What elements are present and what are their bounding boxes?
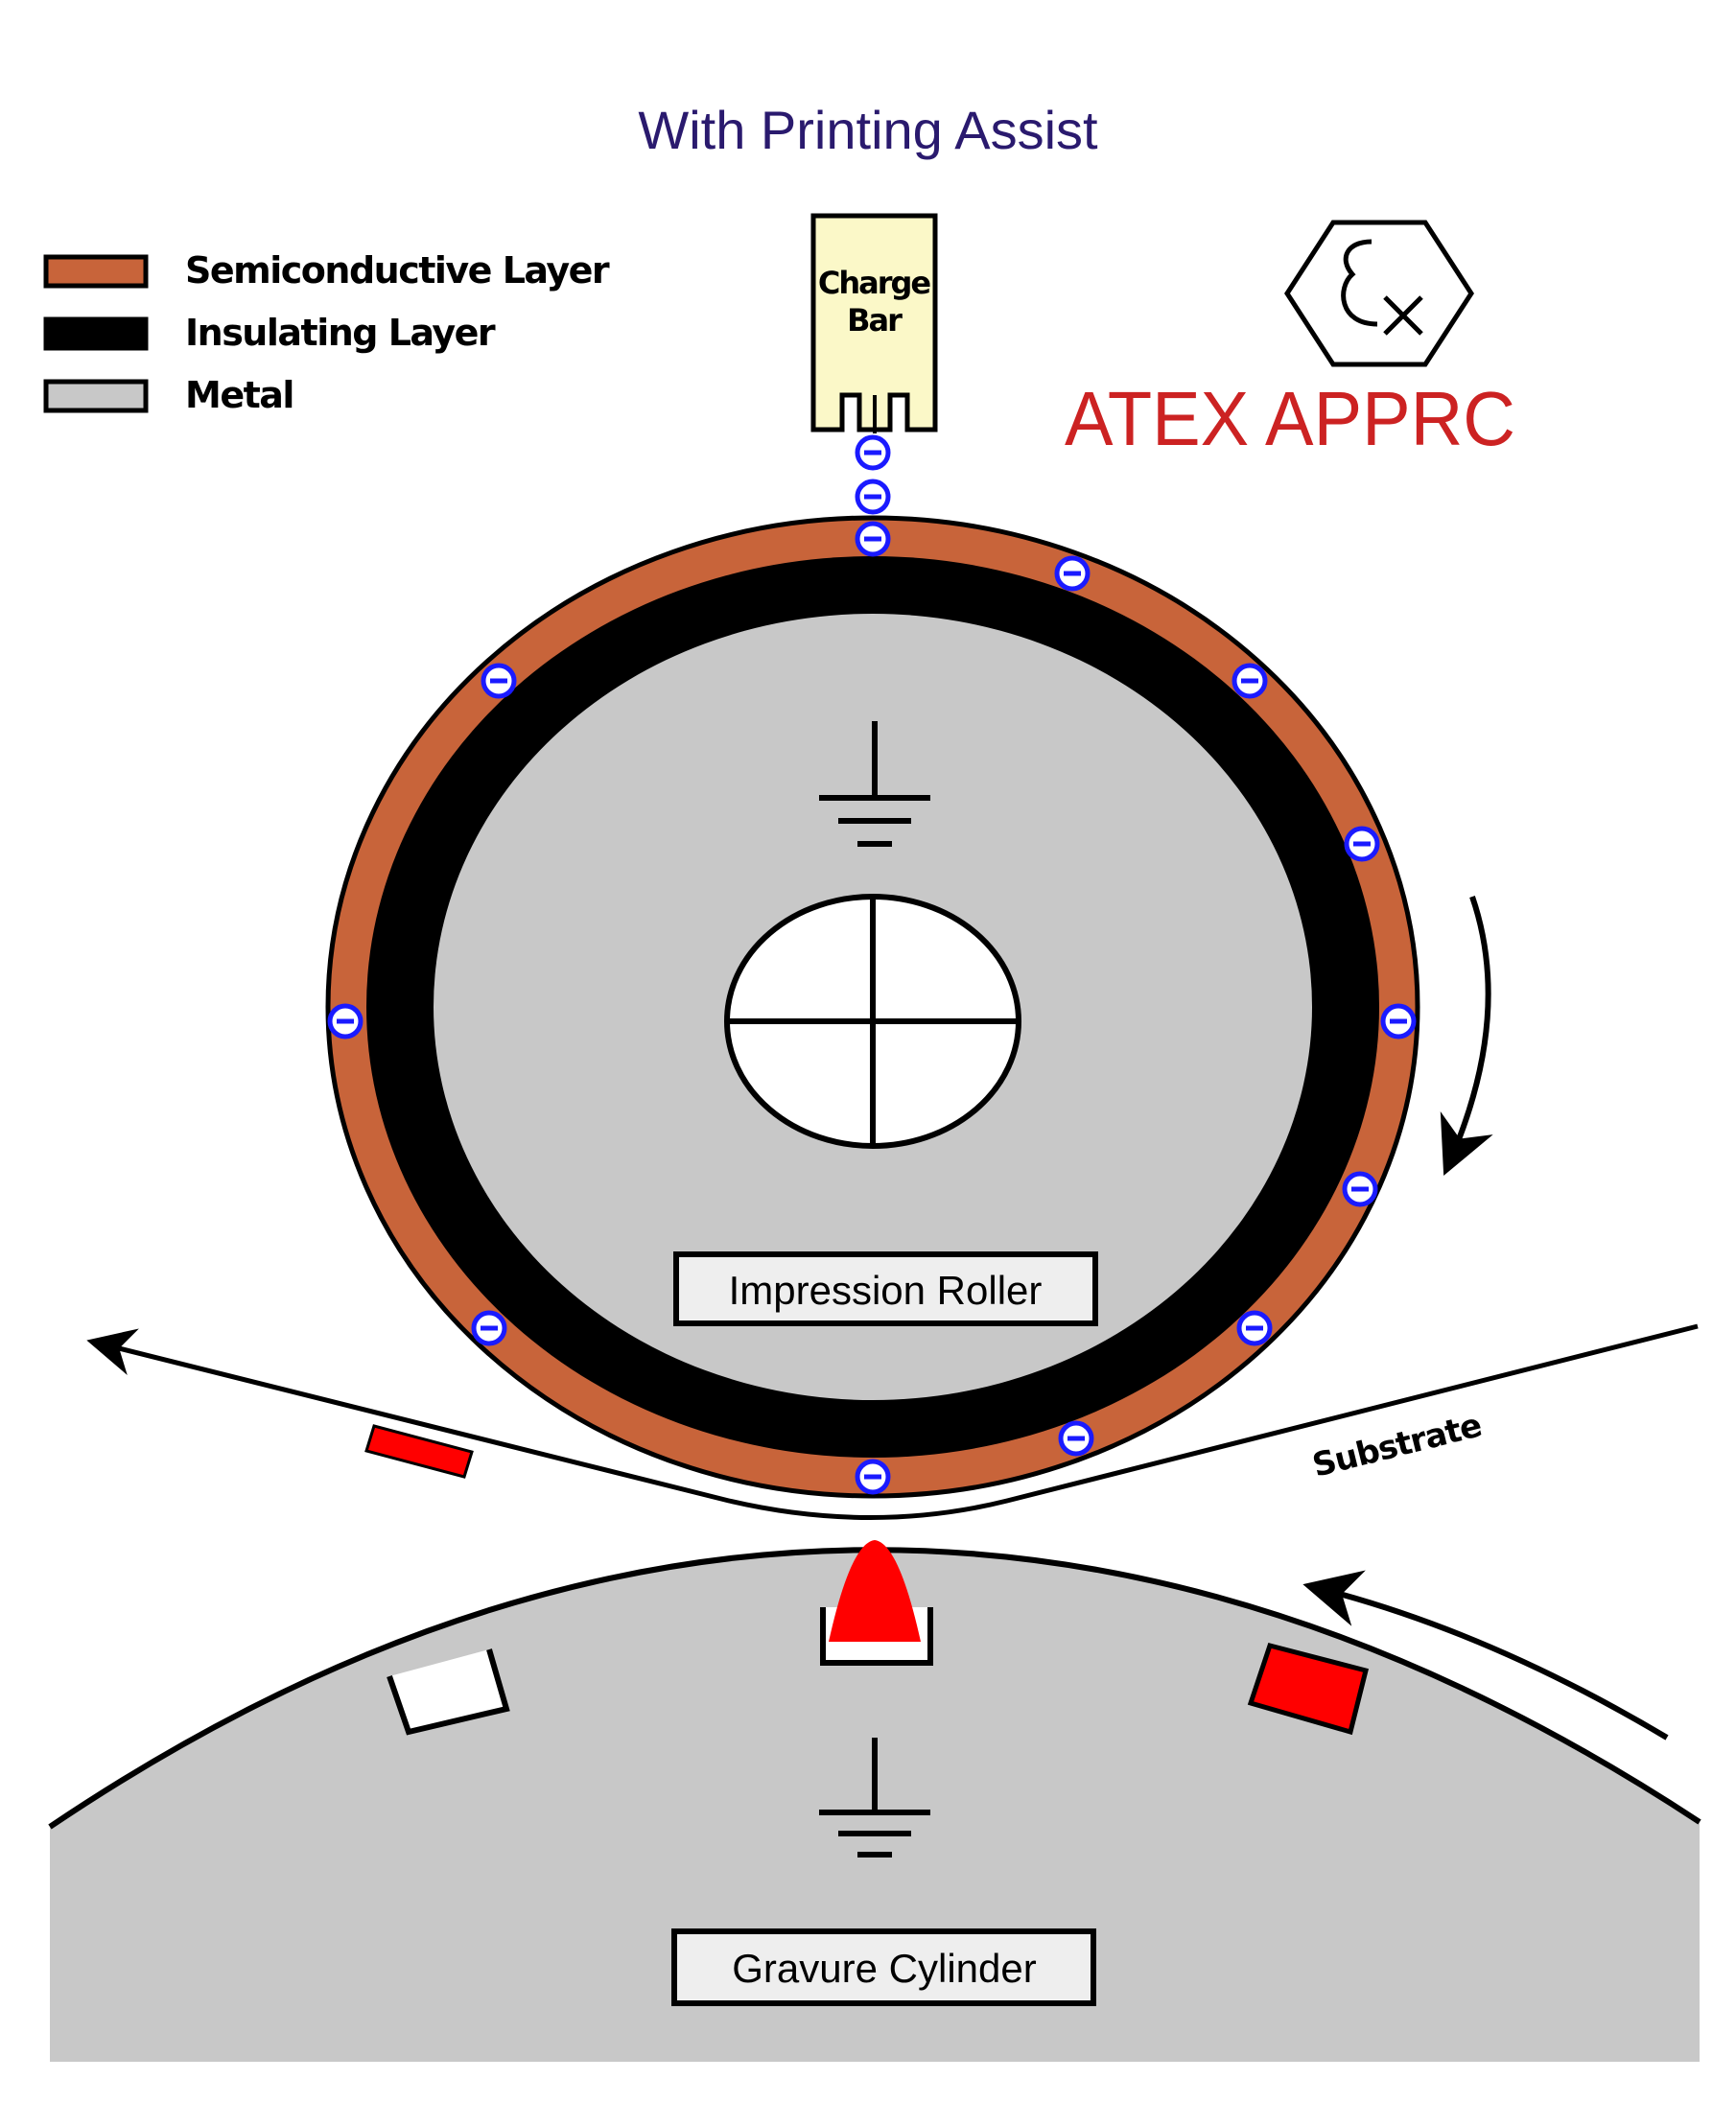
legend: Semiconductive Layer Insulating Layer Me… (43, 249, 611, 416)
roller-ground-icon (819, 721, 930, 847)
cylinder-ground-icon (819, 1738, 930, 1858)
gravure-cylinder-label: Gravure Cylinder (732, 1946, 1036, 1991)
diagram-title: With Printing Assist (638, 100, 1098, 160)
gravure-cylinder-label-box (671, 1928, 1096, 2006)
impression-roller-label-box (673, 1251, 1098, 1326)
charge-bar-body (810, 213, 938, 432)
impression-roller: Impression Roller (325, 515, 1420, 1499)
charge-group (327, 434, 1417, 1495)
substrate-line (86, 1323, 1699, 1520)
legend-swatch-semiconductive (43, 254, 149, 289)
ex-hexagon-icon (1284, 220, 1474, 367)
legend-swatch-insulating (43, 316, 149, 351)
cylinder-rotation-arrow (1302, 1570, 1669, 1741)
ink-transfer-deposit (364, 1424, 474, 1479)
legend-swatch-metal (43, 379, 149, 413)
charge-bar-label-line1: Charge (818, 265, 931, 301)
filled-gravure-cell (1247, 1642, 1370, 1736)
charge-bar: Charge Bar (810, 213, 938, 433)
empty-gravure-cell (387, 1648, 510, 1736)
legend-label-semiconductive: Semiconductive Layer (185, 249, 610, 292)
gravure-cylinder: Gravure Cylinder (48, 1540, 1701, 2062)
charge-bar-label-line2: Bar (847, 302, 903, 339)
clockwise-arrow-icon (1440, 896, 1493, 1176)
legend-label-metal: Metal (185, 374, 293, 416)
impression-roller-label: Impression Roller (729, 1268, 1043, 1313)
atex-approval-text: ATEX APPRC (1065, 376, 1515, 461)
legend-label-insulating: Insulating Layer (185, 312, 496, 354)
ink-transfer-drop (829, 1540, 921, 1642)
